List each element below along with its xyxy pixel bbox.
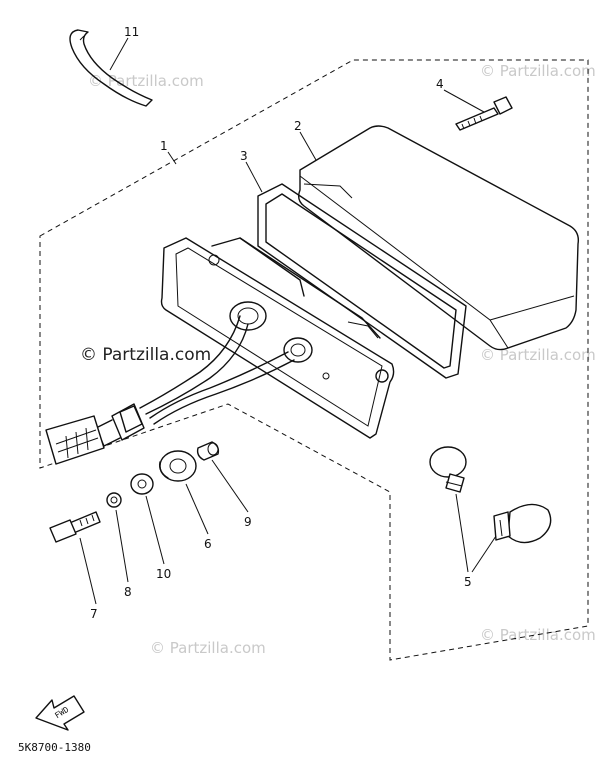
callout-2: 2 (294, 119, 302, 133)
leader-1 (167, 151, 177, 165)
leader-3 (245, 161, 263, 193)
callout-7: 7 (90, 607, 98, 621)
leader-5a (455, 493, 469, 573)
leader-2 (299, 131, 317, 161)
fwd-arrow-icon: FWD (35, 695, 85, 731)
bolt-part-7 (49, 511, 101, 543)
callout-3: 3 (240, 149, 248, 163)
leader-10 (145, 495, 165, 565)
callout-11: 11 (124, 25, 139, 39)
callout-10: 10 (156, 567, 171, 581)
callout-5: 5 (464, 575, 472, 589)
watermark-bottom-right: © Partzilla.com (480, 626, 596, 644)
callout-8: 8 (124, 585, 132, 599)
callout-9: 9 (244, 515, 252, 529)
bulb-part-5-upper (429, 446, 467, 493)
lens-part-2 (297, 125, 580, 351)
screw-part-4 (455, 96, 513, 131)
leader-11 (109, 37, 129, 71)
leader-4 (443, 89, 485, 113)
lock-washer-part-8 (106, 492, 122, 508)
leader-7 (79, 537, 97, 605)
collar-part-9 (196, 441, 220, 461)
strap-part-11 (69, 29, 153, 107)
diagram-code: 5K8700-1380 (18, 741, 91, 754)
watermark-top-left: © Partzilla.com (88, 72, 204, 90)
watermark-top-right: © Partzilla.com (480, 62, 596, 80)
washer-part-10 (130, 473, 154, 495)
callout-6: 6 (204, 537, 212, 551)
housing-base (160, 237, 395, 439)
leader-9 (211, 459, 249, 513)
bulb-part-5-lower (493, 503, 552, 544)
leader-8 (115, 509, 129, 583)
gasket-part-3 (257, 183, 467, 379)
watermark-bottom-left: © Partzilla.com (150, 639, 266, 657)
watermark-mid-right: © Partzilla.com (480, 346, 596, 364)
watermark-main: © Partzilla.com (80, 345, 211, 365)
leader-6 (185, 483, 209, 535)
leader-5b (471, 535, 497, 573)
wiring-harness (45, 315, 295, 465)
callout-1: 1 (160, 139, 168, 153)
grommet-part-6 (158, 450, 197, 482)
callout-4: 4 (436, 77, 444, 91)
